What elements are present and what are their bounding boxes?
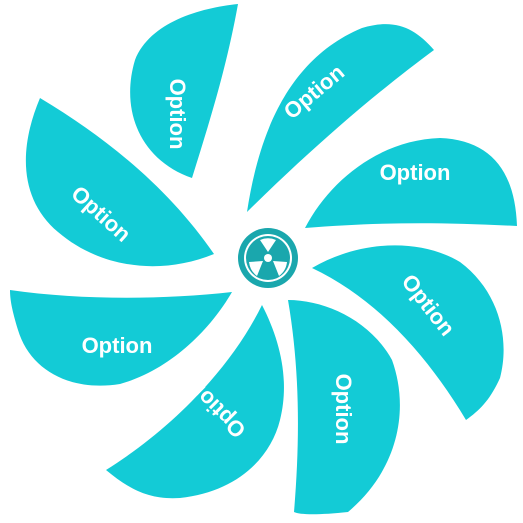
option-label-5: Option	[331, 374, 356, 445]
option-label-7: Option	[82, 333, 153, 358]
option-label-1: Option	[165, 79, 190, 150]
option-blade-8[interactable]: Option	[25, 98, 215, 267]
option-blade-5[interactable]: Option	[288, 300, 400, 515]
option-blade-4[interactable]: Option	[312, 245, 504, 420]
option-blade-1[interactable]: Option	[130, 4, 238, 178]
option-blade-6[interactable]: Option	[106, 305, 284, 499]
option-blade-7[interactable]: Option	[10, 290, 232, 386]
option-blade-3[interactable]: Option	[305, 138, 517, 228]
radiation-icon	[238, 228, 298, 288]
option-label-3: Option	[380, 160, 451, 185]
